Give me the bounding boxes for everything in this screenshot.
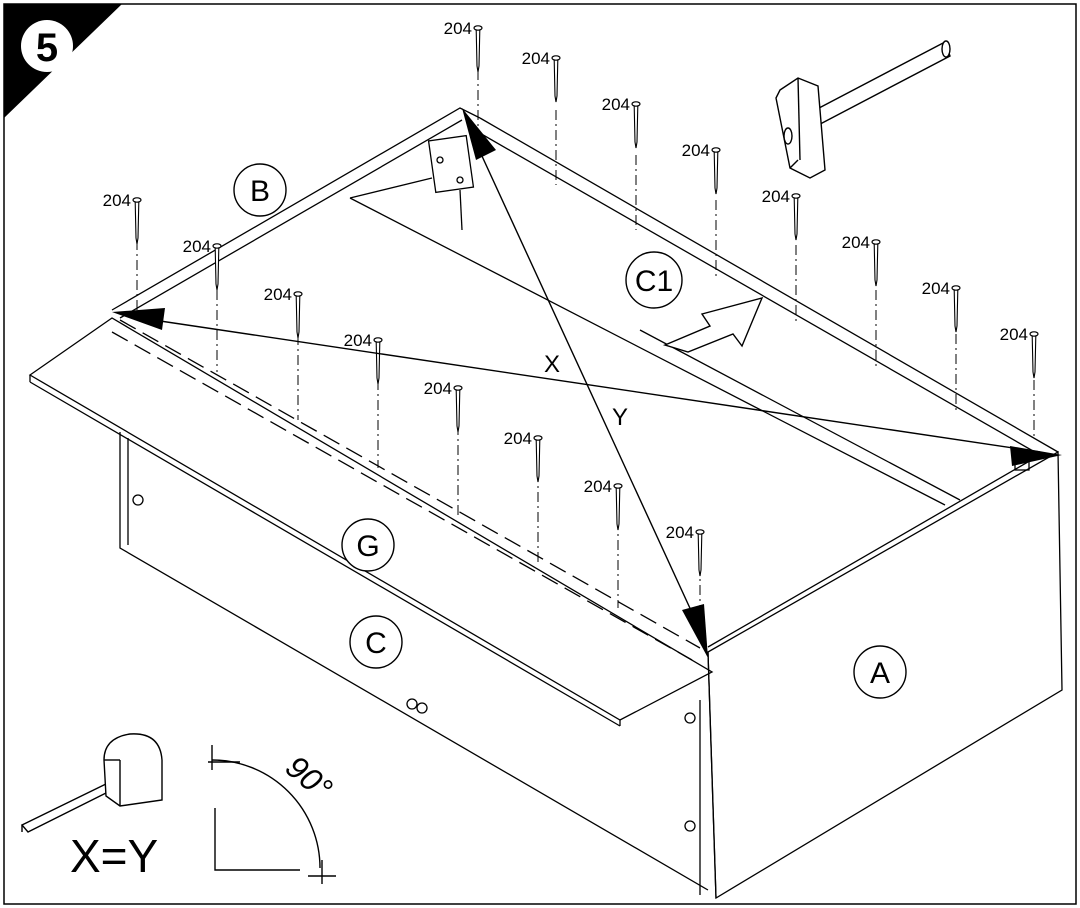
nail-icon <box>473 25 483 73</box>
nail-icon <box>533 435 543 483</box>
nail-label: 204 <box>444 19 472 38</box>
panel-b-top-edge <box>111 107 481 311</box>
hammer-icon <box>775 40 951 179</box>
lid-dashed-guides <box>111 319 701 661</box>
nail-label: 204 <box>264 285 292 304</box>
panel-g <box>28 317 714 721</box>
nail-label: 204 <box>842 233 870 252</box>
label-g: G <box>356 530 379 563</box>
nail-label: 204 <box>504 429 532 448</box>
nail-icon <box>1029 331 1039 379</box>
nail-icon <box>871 239 881 287</box>
nail-label: 204 <box>183 237 211 256</box>
nail-label: 204 <box>602 95 630 114</box>
cabinet-body <box>28 107 1063 900</box>
nail-icon <box>791 193 801 241</box>
arrowhead-x-left <box>112 308 165 330</box>
angle-label: 90° <box>279 748 339 807</box>
nail-label: 204 <box>762 187 790 206</box>
label-y: Y <box>612 404 628 431</box>
label-a: A <box>870 657 890 690</box>
label-c1: C1 <box>635 265 673 298</box>
right-angle-icon <box>208 745 336 884</box>
label-b: B <box>250 175 270 208</box>
nail-label: 204 <box>922 279 950 298</box>
nail-icon <box>695 529 705 577</box>
label-x: X <box>544 351 560 378</box>
slide-arrow-icon <box>662 296 764 353</box>
arrowhead-x-right <box>1010 446 1062 466</box>
arrowhead-y-bottom <box>682 604 708 658</box>
nail-label: 204 <box>584 477 612 496</box>
nail-icon <box>293 291 303 339</box>
nail-icon <box>613 483 623 531</box>
nail-centerlines <box>136 70 1035 640</box>
arrowhead-y-top <box>462 108 496 160</box>
nail-label: 204 <box>522 49 550 68</box>
diagonal-y-line <box>469 129 701 631</box>
nail-icon <box>951 285 961 333</box>
nail-icon <box>631 101 641 149</box>
step-number: 5 <box>36 26 58 70</box>
nail-label: 204 <box>1000 325 1028 344</box>
equation-label: X=Y <box>70 830 158 882</box>
tape-measure-icon <box>20 733 163 833</box>
nail-label: 204 <box>424 379 452 398</box>
label-c: C <box>365 627 387 660</box>
frame-border <box>3 3 1077 905</box>
nail-icon <box>453 385 463 433</box>
nail-icon <box>212 243 222 291</box>
nail-icon <box>373 337 383 385</box>
nail-label: 204 <box>682 141 710 160</box>
nail-icon <box>711 147 721 195</box>
diagonal-x-line <box>139 317 1041 453</box>
nail-label: 204 <box>103 191 131 210</box>
nail-label: 204 <box>666 523 694 542</box>
nails-group: 204 204 204 204 204 204 204 204 204 204 204 204 204 2… <box>103 19 1039 577</box>
step-badge: 5 <box>4 4 122 118</box>
nail-icon <box>132 197 142 245</box>
diagonal-arrowheads <box>112 108 1062 658</box>
nail-icon <box>551 55 561 103</box>
nail-label: 204 <box>344 331 372 350</box>
part-label-circles <box>233 163 907 699</box>
diagonal-measure <box>139 129 1041 631</box>
